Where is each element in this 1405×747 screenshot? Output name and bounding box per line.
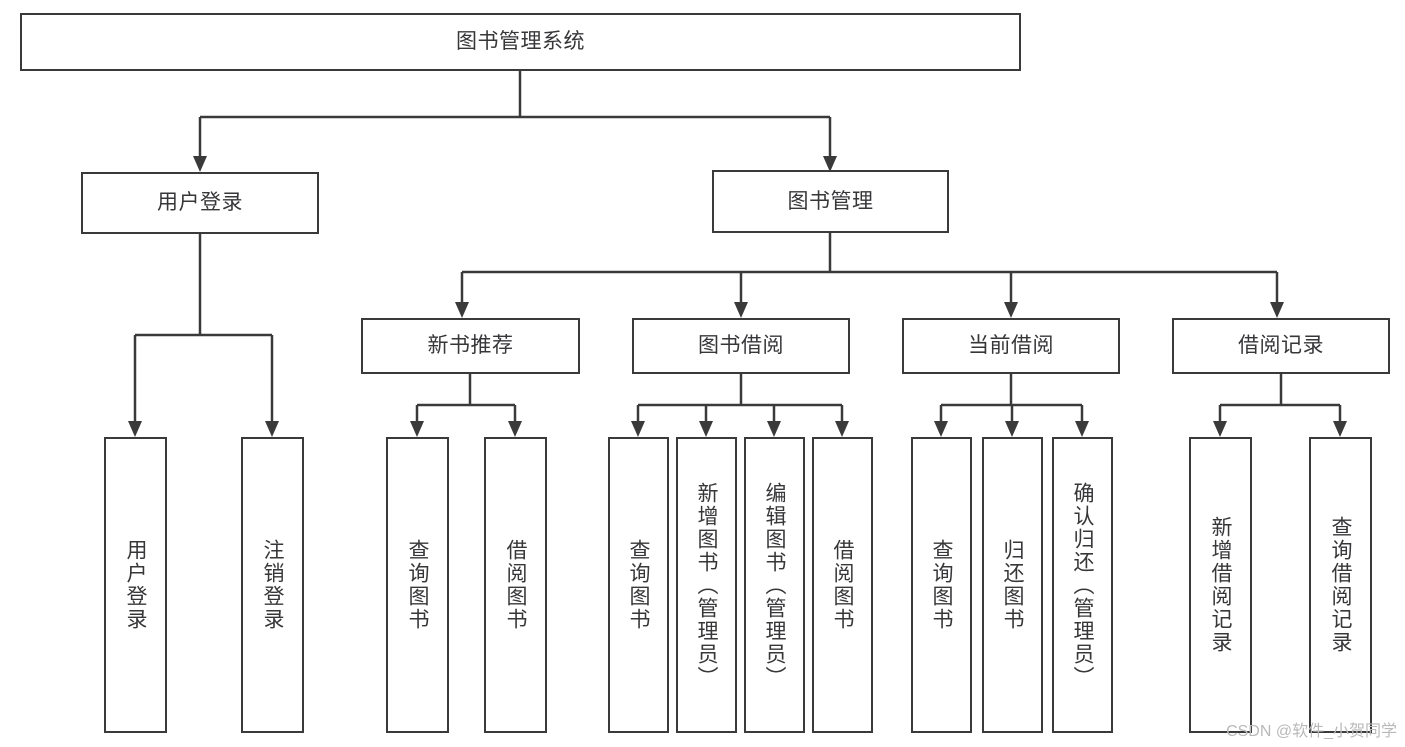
node-label: 图书借阅 bbox=[698, 334, 784, 358]
node-label: 新增借阅记录 bbox=[1209, 516, 1232, 654]
node-label: 归还图书 bbox=[1001, 539, 1024, 631]
node-label: 注销登录 bbox=[261, 539, 284, 631]
node-level1-0[interactable]: 用户登录 bbox=[81, 172, 319, 234]
node-label: 用户登录 bbox=[124, 539, 147, 631]
node-label: 当前借阅 bbox=[968, 334, 1054, 358]
node-label: 图书管理 bbox=[787, 189, 874, 213]
node-label: 借阅图书 bbox=[504, 539, 527, 631]
node-root-system[interactable]: 图书管理系统 bbox=[20, 13, 1021, 71]
node-label: 借阅记录 bbox=[1238, 334, 1324, 358]
node-leaf-1[interactable]: 注销登录 bbox=[241, 437, 304, 733]
node-label: 查询图书 bbox=[627, 539, 650, 631]
node-label: 查询图书 bbox=[930, 539, 953, 631]
node-leaf-5[interactable]: 新增图书（管理员） bbox=[676, 437, 737, 733]
node-leaf-9[interactable]: 归还图书 bbox=[982, 437, 1043, 733]
node-label: 编辑图书（管理员） bbox=[763, 481, 786, 689]
node-label: 确认归还（管理员） bbox=[1071, 481, 1094, 689]
node-leaf-7[interactable]: 借阅图书 bbox=[812, 437, 873, 733]
node-leaf-10[interactable]: 确认归还（管理员） bbox=[1052, 437, 1113, 733]
node-label: 新书推荐 bbox=[427, 334, 514, 358]
node-leaf-11[interactable]: 新增借阅记录 bbox=[1189, 437, 1252, 733]
node-level2-0[interactable]: 新书推荐 bbox=[361, 318, 580, 374]
node-leaf-12[interactable]: 查询借阅记录 bbox=[1309, 437, 1372, 733]
node-level2-3[interactable]: 借阅记录 bbox=[1172, 318, 1390, 374]
node-level2-1[interactable]: 图书借阅 bbox=[632, 318, 850, 374]
node-label: 借阅图书 bbox=[831, 539, 854, 631]
node-leaf-3[interactable]: 借阅图书 bbox=[484, 437, 547, 733]
node-label: 查询借阅记录 bbox=[1329, 516, 1352, 654]
node-label: 图书管理系统 bbox=[456, 30, 585, 54]
node-label: 查询图书 bbox=[406, 539, 429, 631]
node-level1-1[interactable]: 图书管理 bbox=[712, 170, 949, 233]
node-leaf-4[interactable]: 查询图书 bbox=[608, 437, 669, 733]
node-leaf-2[interactable]: 查询图书 bbox=[386, 437, 449, 733]
node-leaf-8[interactable]: 查询图书 bbox=[911, 437, 972, 733]
node-level2-2[interactable]: 当前借阅 bbox=[902, 318, 1120, 374]
node-leaf-6[interactable]: 编辑图书（管理员） bbox=[744, 437, 805, 733]
node-label: 用户登录 bbox=[157, 191, 243, 215]
node-label: 新增图书（管理员） bbox=[695, 481, 718, 689]
node-leaf-0[interactable]: 用户登录 bbox=[104, 437, 167, 733]
